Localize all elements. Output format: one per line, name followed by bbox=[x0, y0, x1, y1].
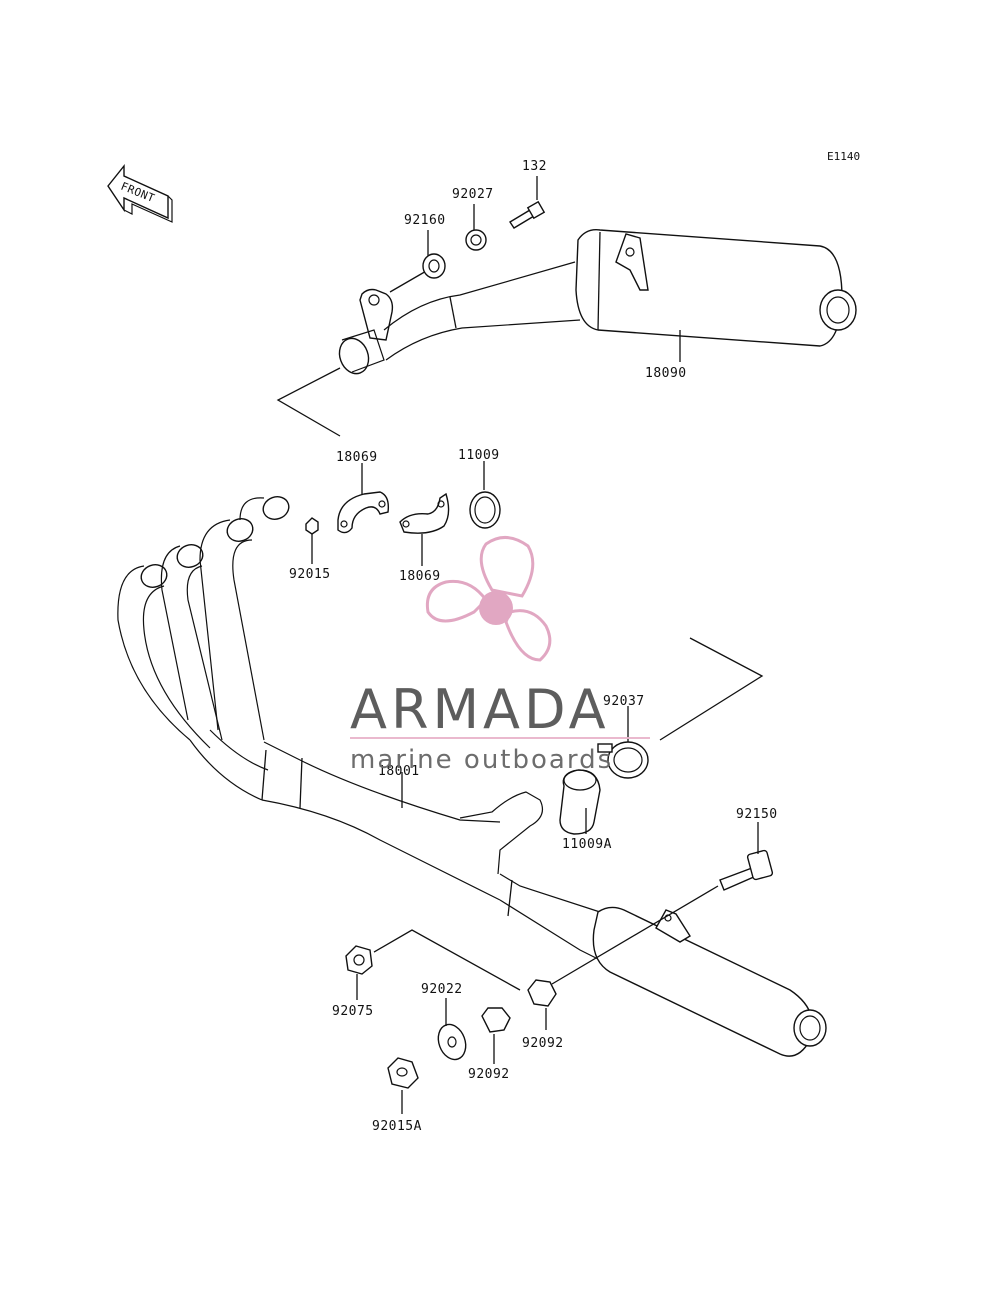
bolt-132 bbox=[509, 200, 546, 229]
label-92092-lower: 92092 bbox=[468, 1067, 510, 1082]
washer-92022 bbox=[437, 1023, 467, 1061]
label-18069-lower: 18069 bbox=[399, 569, 441, 584]
propeller-logo-icon bbox=[425, 536, 552, 662]
label-92092-upper: 92092 bbox=[522, 1036, 564, 1051]
label-11009: 11009 bbox=[458, 448, 500, 463]
label-92160: 92160 bbox=[404, 213, 446, 228]
clamp-18069-upper bbox=[337, 491, 390, 534]
grommet-92092-right bbox=[527, 979, 557, 1007]
damper-92160 bbox=[422, 253, 446, 279]
label-92015A: 92015A bbox=[372, 1119, 422, 1134]
label-92022: 92022 bbox=[421, 982, 463, 997]
label-92027: 92027 bbox=[452, 187, 494, 202]
label-18001: 18001 bbox=[378, 764, 420, 779]
label-92037: 92037 bbox=[603, 694, 645, 709]
watermark-brand: ARMADA bbox=[350, 678, 610, 741]
gasket-11009A bbox=[559, 769, 601, 835]
reference-code: E1140 bbox=[827, 150, 860, 163]
label-92150: 92150 bbox=[736, 807, 778, 822]
front-arrow-icon: FRONT bbox=[107, 164, 173, 223]
nut-92075 bbox=[345, 945, 373, 975]
nut-92015A bbox=[387, 1057, 419, 1089]
nut-92015 bbox=[305, 517, 319, 535]
collar-92027 bbox=[465, 229, 487, 251]
clamp-92037 bbox=[597, 741, 649, 779]
armada-watermark: ARMADA marine outboards bbox=[350, 536, 650, 775]
clamp-18069-lower bbox=[399, 492, 450, 534]
label-18069-upper: 18069 bbox=[336, 450, 378, 465]
label-18090: 18090 bbox=[645, 366, 687, 381]
grommet-92092-left bbox=[481, 1007, 511, 1033]
label-11009A: 11009A bbox=[562, 837, 612, 852]
muffler-18090 bbox=[338, 229, 857, 375]
watermark-tagline: marine outboards bbox=[350, 745, 613, 775]
label-92015: 92015 bbox=[289, 567, 331, 582]
gasket-11009 bbox=[469, 491, 501, 529]
label-132: 132 bbox=[522, 159, 547, 174]
bolt-92150 bbox=[719, 849, 774, 891]
label-92075: 92075 bbox=[332, 1004, 374, 1019]
